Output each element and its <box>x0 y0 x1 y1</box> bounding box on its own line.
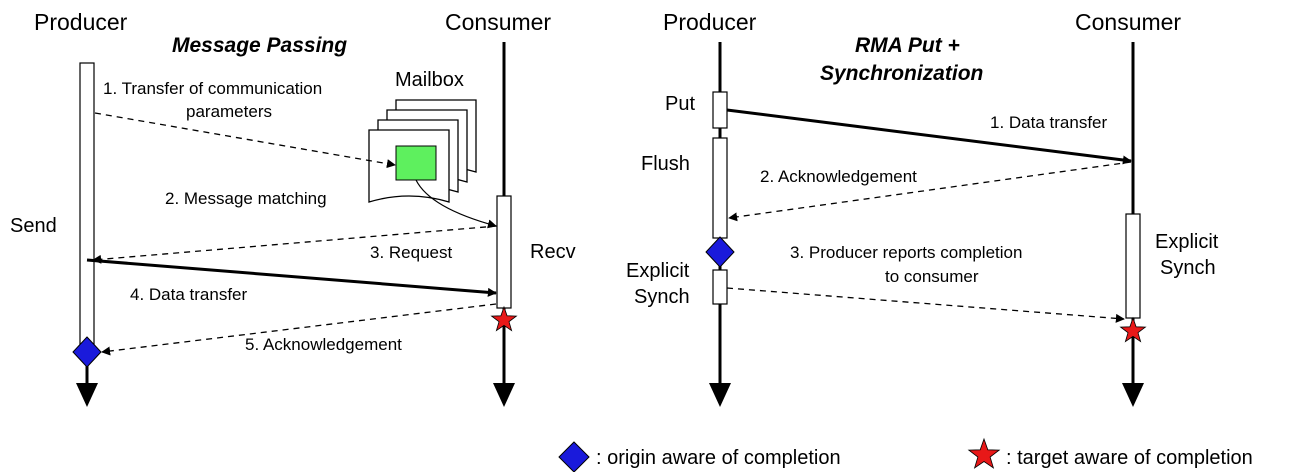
star-icon-synch-complete <box>1119 316 1147 343</box>
message-passing-panel: Producer Consumer Message Passing Send R… <box>10 9 576 407</box>
arrow-transfer-parameters <box>94 112 396 169</box>
rma-put-panel: Producer Consumer RMA Put + Synchronizat… <box>626 9 1219 407</box>
consumer-label-right: Consumer <box>1075 9 1181 35</box>
step1-label-line2: parameters <box>186 102 272 121</box>
step1-label-right: 1. Data transfer <box>990 113 1108 132</box>
arrow-message-matching <box>415 179 497 229</box>
message-passing-title: Message Passing <box>172 34 347 57</box>
diamond-icon-legend <box>558 441 590 472</box>
explicit-synch-box-left <box>712 269 728 305</box>
arrow-acknowledgement-right <box>728 161 1132 222</box>
star-icon-recv-complete <box>490 305 518 332</box>
rma-title-line2: Synchronization <box>820 62 983 85</box>
put-activation-box <box>712 91 728 129</box>
mailbox-label: Mailbox <box>395 69 464 91</box>
step5-label: 5. Acknowledgement <box>245 335 402 354</box>
step2-label: 2. Message matching <box>165 189 327 208</box>
explicit-synch-left-line1: Explicit <box>626 260 690 282</box>
legend-target-label: : target aware of completion <box>1006 447 1253 469</box>
step2-label-right: 2. Acknowledgement <box>760 167 917 186</box>
recv-label: Recv <box>530 241 576 263</box>
step4-label-left: 4. Data transfer <box>130 285 248 304</box>
send-activation-box <box>79 62 95 352</box>
step3-label-right-line2: to consumer <box>885 267 979 286</box>
producer-label-left: Producer <box>34 9 128 35</box>
consumer-timeline-arrow-right <box>1122 383 1144 407</box>
send-label: Send <box>10 215 57 237</box>
explicit-synch-right-line2: Synch <box>1160 257 1216 279</box>
arrow-request <box>92 225 498 264</box>
step1-label-line1: 1. Transfer of communication <box>103 79 322 98</box>
legend: : origin aware of completion : target aw… <box>558 437 1253 472</box>
explicit-synch-box-right <box>1125 213 1141 319</box>
explicit-synch-left-line2: Synch <box>634 286 690 308</box>
diamond-icon-send-complete <box>72 336 102 368</box>
producer-timeline-arrow-right <box>709 383 731 407</box>
matched-message-box <box>395 145 437 181</box>
arrow-acknowledgement-left <box>101 303 497 356</box>
arrow-producer-reports <box>726 287 1125 323</box>
star-icon-legend <box>967 437 1001 469</box>
explicit-synch-right-line1: Explicit <box>1155 231 1219 253</box>
flush-label: Flush <box>641 153 690 175</box>
consumer-timeline-arrow-left <box>493 383 515 407</box>
flush-activation-box <box>712 137 728 239</box>
recv-activation-box <box>496 195 512 309</box>
producer-label-right: Producer <box>663 9 757 35</box>
consumer-label-left: Consumer <box>445 9 551 35</box>
arrow-data-transfer-right <box>726 108 1132 165</box>
legend-origin-label: : origin aware of completion <box>596 447 841 469</box>
producer-timeline-arrow-left <box>76 383 98 407</box>
rma-title-line1: RMA Put + <box>855 34 960 57</box>
step3-label-right-line1: 3. Producer reports completion <box>790 243 1022 262</box>
arrow-data-transfer-left <box>86 258 497 297</box>
diamond-icon-flush-complete <box>705 236 735 268</box>
step3-label: 3. Request <box>370 243 452 262</box>
put-label: Put <box>665 93 695 115</box>
